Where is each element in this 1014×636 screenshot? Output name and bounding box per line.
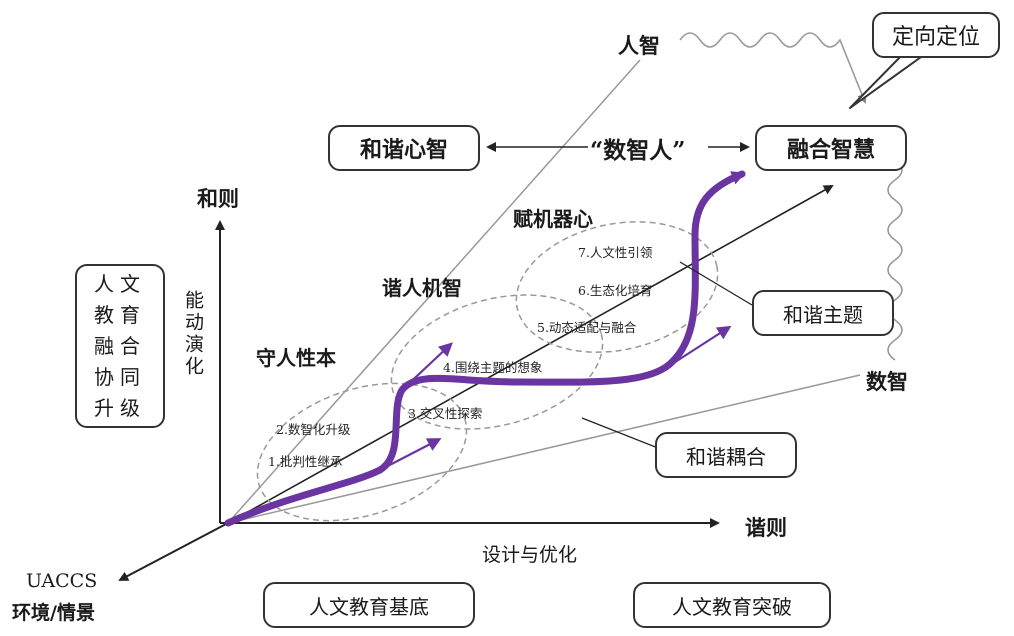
harmony-mind-box: 和谐心智 [328, 125, 480, 171]
digital-human-label: “数智人” [590, 137, 686, 164]
step-5: 5.动态适配与融合 [537, 320, 637, 335]
capability-label: 能动演化 [182, 290, 204, 378]
uaccs-axis [118, 522, 229, 581]
humanities-side-box: 人文教育融合协同升级 [75, 264, 165, 428]
main-diagonal-axis [227, 185, 834, 524]
humanities-side-text: 人文教育融合协同升级 [94, 271, 146, 420]
stage-1-label: 守人性本 [256, 346, 336, 370]
human-wisdom-label: 人智 [618, 33, 660, 58]
xie-ze-label: 谐则 [745, 515, 787, 540]
human-wisdom-ray [227, 59, 641, 524]
edu-base-text: 人文教育基底 [309, 594, 429, 619]
orientation-callout-text: 定向定位 [891, 25, 980, 50]
step-6: 6.生态化培育 [578, 283, 653, 298]
stage-2-ellipse [390, 294, 604, 430]
digital-wisdom-label: 数智 [866, 369, 908, 394]
stage-1-ellipse [256, 382, 468, 522]
pointer-harmony-coupling [581, 417, 659, 449]
wave-digital-to-fusion [887, 143, 903, 361]
arrow-stage-1 [379, 438, 442, 471]
edu-base-box: 人文教育基底 [263, 582, 475, 628]
env-label: 环境/情景 [12, 602, 95, 624]
uaccs-label: UACCS [26, 570, 98, 592]
step-7: 7.人文性引领 [578, 245, 653, 260]
he-ze-label: 和则 [197, 186, 239, 211]
harmony-theme-box: 和谐主题 [752, 290, 894, 336]
arrow-stage-3 [654, 325, 732, 376]
harmony-theme-text: 和谐主题 [783, 302, 863, 327]
harmony-coupling-box: 和谐耦合 [655, 432, 797, 478]
step-1: 1.批判性继承 [268, 454, 343, 469]
digital-wisdom-ray [227, 374, 861, 524]
orientation-callout: 定向定位 [872, 12, 1000, 58]
arrow-stage-2 [401, 342, 453, 391]
stage-3-ellipse [515, 221, 719, 353]
evolution-curve [224, 170, 746, 527]
step-4: 4.围绕主题的想象 [443, 360, 543, 375]
stage-2-label: 谐人机智 [382, 276, 462, 300]
harmony-mind-text: 和谐心智 [359, 137, 448, 163]
callout-tail [849, 51, 929, 109]
harmony-coupling-text: 和谐耦合 [686, 444, 766, 469]
fusion-wisdom-text: 融合智慧 [786, 137, 875, 163]
fusion-wisdom-box: 融合智慧 [755, 125, 907, 171]
edu-breakthrough-box: 人文教育突破 [633, 582, 831, 628]
wave-human-to-fusion [679, 32, 867, 104]
edu-breakthrough-text: 人文教育突破 [672, 594, 792, 619]
step-2: 2.数智化升级 [276, 422, 351, 437]
design-label: 设计与优化 [482, 544, 578, 566]
pointer-harmony-theme [679, 261, 753, 306]
stage-3-label: 赋机器心 [513, 207, 593, 231]
step-3: 3.交叉性探索 [408, 406, 483, 421]
